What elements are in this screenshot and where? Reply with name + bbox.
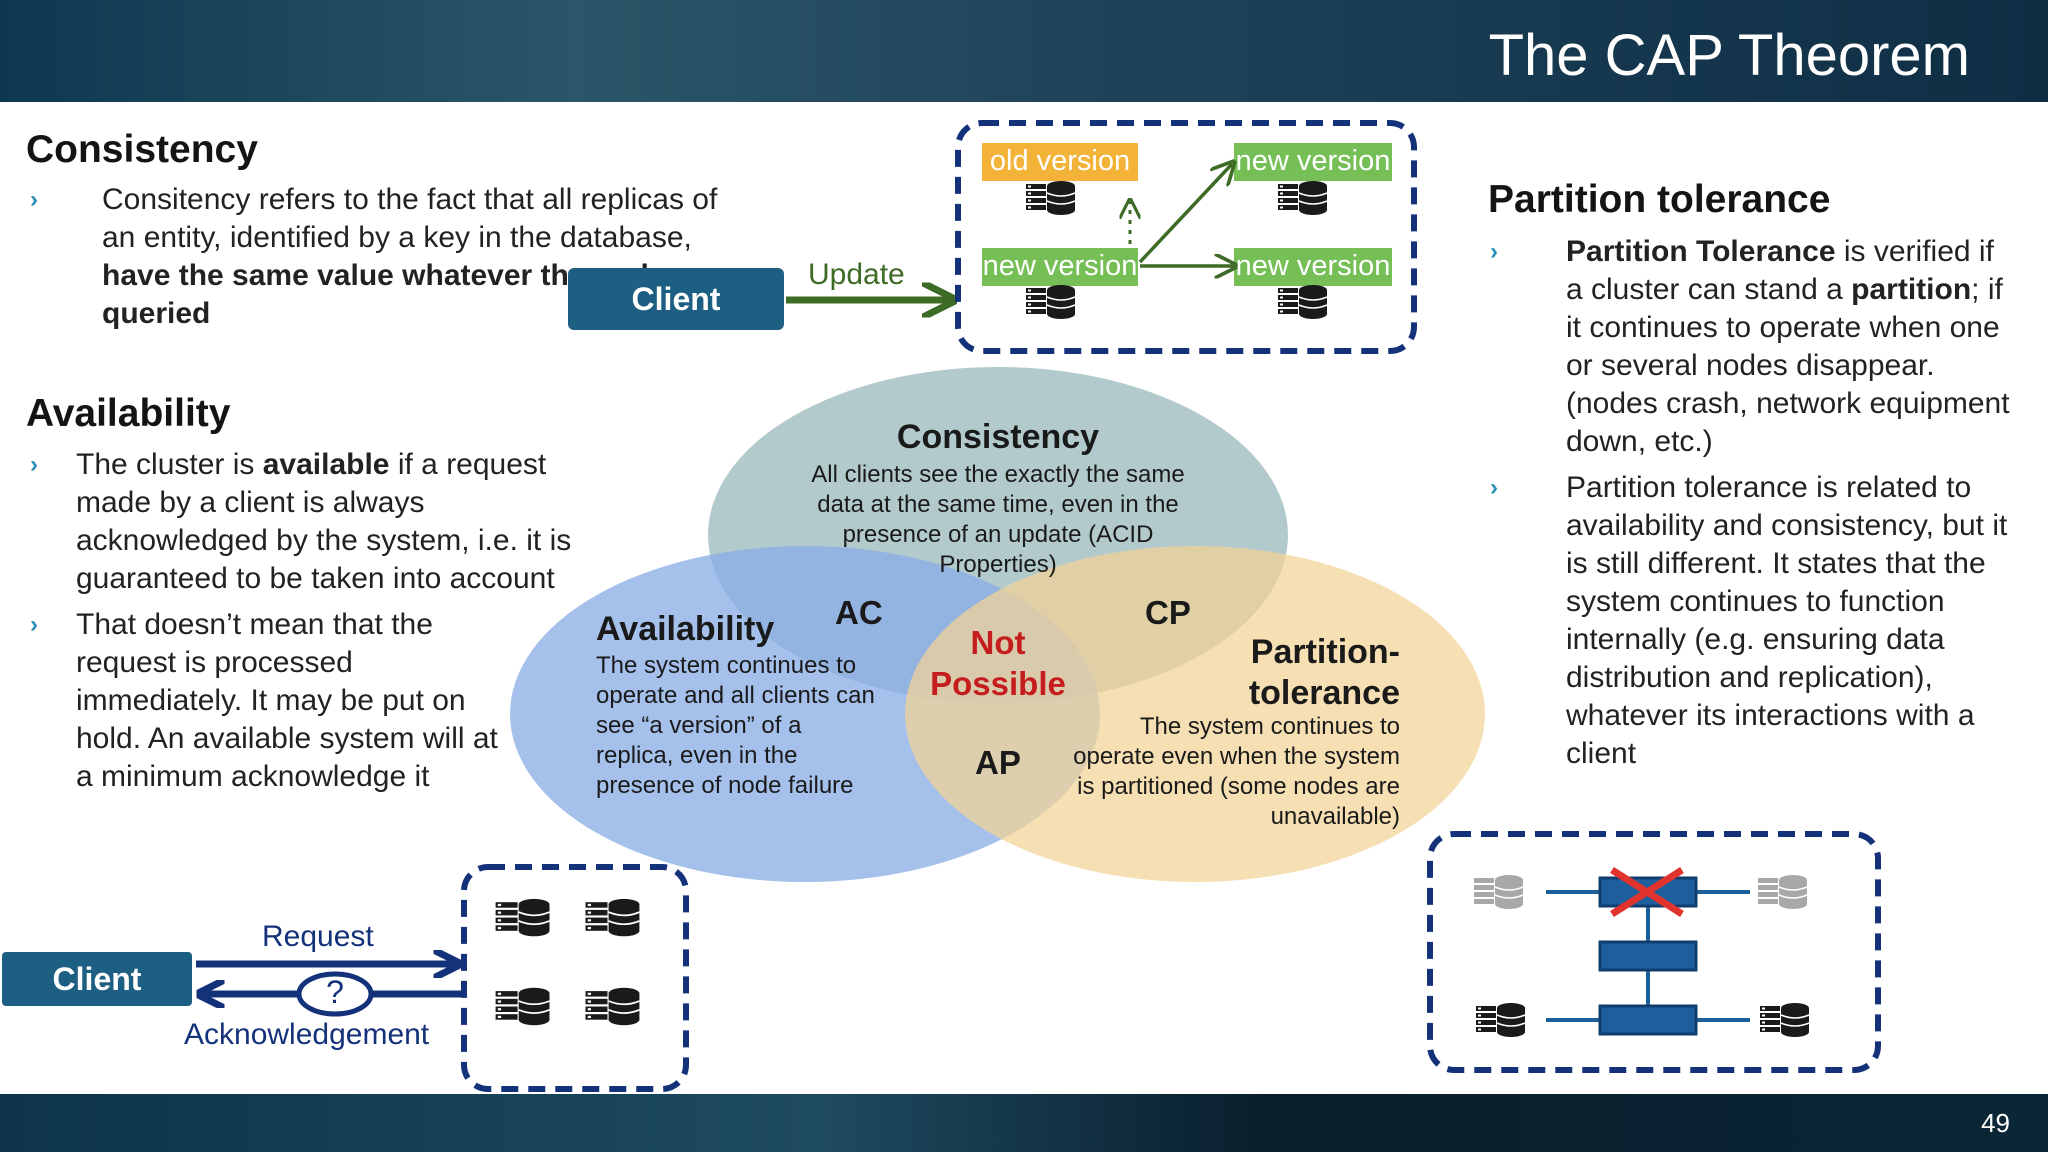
availability-heading: Availability [26, 392, 231, 435]
venn-consistency-title: Consistency [896, 418, 1100, 456]
page-number: 49 [1981, 1108, 2010, 1138]
venn-center-not-possible: Not Possible [930, 624, 1066, 702]
question-mark: ? [326, 974, 344, 1010]
venn-overlap-ac: AC [835, 594, 883, 631]
partition-circle [905, 546, 1485, 882]
list-item: › The cluster is available if a request … [30, 448, 572, 595]
network-switch [1598, 1004, 1698, 1036]
acknowledgement-label: Acknowledgement [184, 1018, 430, 1051]
chevron-right-icon: › [30, 186, 38, 213]
database-server-icon [1759, 1002, 1810, 1038]
slide-title: The CAP Theorem [1488, 23, 1970, 88]
new-version-label: new version [982, 250, 1138, 282]
venn-overlap-ap: AP [975, 744, 1021, 781]
request-client-box: Client [2, 952, 192, 1006]
venn-partition-description: The system continues to operate even whe… [1073, 713, 1400, 830]
replication-arrow [1138, 164, 1232, 264]
database-server-gray-icon [1473, 874, 1524, 910]
old-version-badge [982, 143, 1138, 181]
list-item: › Partition tolerance is related to avai… [1490, 471, 2008, 770]
partition-cluster-border [1427, 831, 1881, 1073]
chevron-right-icon: › [30, 611, 38, 638]
partition-heading: Partition tolerance [1488, 178, 1831, 221]
venn-consistency-description: All clients see the exactly the same dat… [811, 461, 1185, 578]
consistency-heading: Consistency [26, 128, 258, 171]
venn-availability-title: Availability [596, 610, 775, 648]
update-cluster-border [955, 120, 1417, 354]
slide-header: The CAP Theorem [0, 0, 2048, 102]
update-arrow-label: Update [808, 258, 905, 291]
old-version-label: old version [989, 145, 1131, 177]
partition-bullets: › Partition Tolerance is verified if a c… [1490, 233, 2020, 773]
availability-bullets: › The cluster is available if a request … [30, 446, 571, 796]
list-item: › That doesn’t mean that the request is … [30, 608, 498, 793]
cross-icon [1610, 867, 1684, 917]
database-server-gray-icon [1757, 874, 1808, 910]
update-client-box: Client [568, 268, 784, 330]
chevron-right-icon: › [30, 451, 38, 478]
network-switch [1598, 940, 1698, 972]
request-label: Request [262, 920, 374, 953]
chevron-right-icon: › [1490, 474, 1498, 501]
question-bubble [296, 971, 374, 1017]
new-version-badge [1234, 143, 1392, 181]
new-version-badge [1234, 248, 1392, 286]
new-version-label: new version [1235, 250, 1391, 282]
venn-partition-title: Partition- tolerance [1248, 633, 1400, 712]
chevron-right-icon: › [1490, 238, 1498, 265]
database-server-icon [1475, 1002, 1526, 1038]
slide-footer: 49 [0, 1094, 2048, 1152]
venn-availability-description: The system continues to operate and all … [596, 652, 875, 799]
request-cluster-border [461, 864, 689, 1092]
new-version-label: new version [1235, 145, 1391, 177]
list-item: › Partition Tolerance is verified if a c… [1490, 235, 2010, 458]
venn-overlap-cp: CP [1145, 594, 1191, 631]
new-version-badge [982, 248, 1138, 286]
